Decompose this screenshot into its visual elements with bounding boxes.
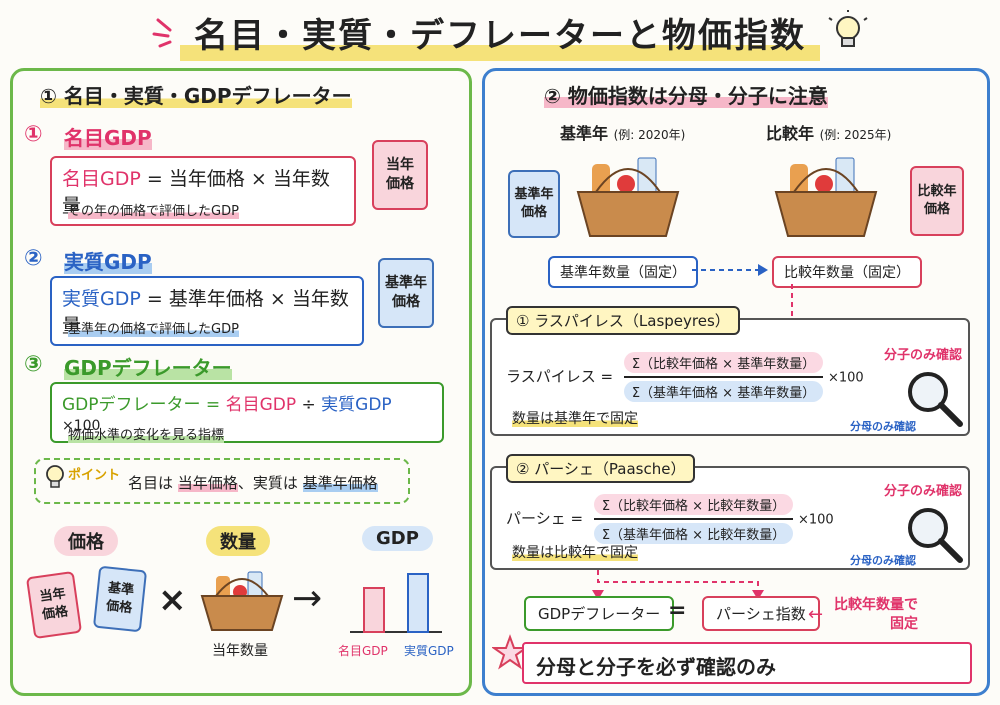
bar-nominal-label: 名目GDP	[338, 644, 388, 658]
gdp-pill: GDP	[362, 526, 433, 551]
deflator-title: GDPデフレーター	[64, 356, 232, 380]
basket-icon	[200, 571, 284, 631]
arrow-icon: →	[292, 578, 323, 619]
bar-real	[407, 573, 429, 633]
nominal-note: その年の価格で評価したGDP	[68, 204, 239, 219]
comp-qty-box: 比較年数量（固定）	[772, 256, 922, 288]
deflator-note: 物価水準の変化を見る指標	[68, 428, 225, 443]
real-note: 基準年の価格で評価したGDP	[68, 322, 239, 337]
comp-year-label: 比較年 (例: 2025年)	[766, 124, 892, 143]
dashed-arrow-icon	[692, 264, 768, 276]
qty-caption: 当年数量	[212, 643, 268, 659]
base-price-tag: 基準年 価格	[378, 258, 434, 328]
base-year-price-tag: 基準年 価格	[508, 170, 560, 238]
point-box	[34, 458, 410, 504]
real-title: 実質GDP	[64, 250, 152, 274]
footer-box: 分母と分子を必ず確認のみ	[522, 642, 972, 684]
current-price-tag: 当年 価格	[372, 140, 428, 210]
price-pill: 価格	[54, 526, 118, 556]
magnifier-icon	[908, 372, 963, 427]
dashed-connector-icon	[592, 570, 764, 600]
nominal-number: ①	[24, 122, 43, 147]
lightbulb-icon	[46, 465, 64, 488]
right-heading: ② 物価指数は分母・分子に注意	[544, 84, 828, 108]
accent-marks-icon	[152, 18, 172, 48]
real-number: ②	[24, 246, 43, 271]
page-title: 名目・実質・デフレーターと物価指数	[180, 8, 820, 61]
current-price-tag-small: 当年 価格	[25, 570, 83, 640]
paasche-top-check: 分子のみ確認	[884, 484, 963, 499]
bar-nominal	[363, 587, 385, 633]
paasche-formula: パーシェ = Σ（比較年価格 × 比較年数量） Σ（基準年価格 × 比較年数量）…	[506, 494, 834, 544]
base-year-label: 基準年 (例: 2020年)	[560, 124, 686, 143]
point-text: 名目は 当年価格、実質は 基準年価格	[128, 474, 378, 492]
point-label: ポイント	[68, 468, 121, 483]
times-sign: ×	[158, 580, 187, 620]
relation-deflator: GDPデフレーター	[524, 596, 675, 631]
qty-pill: 数量	[206, 526, 270, 556]
laspeyres-note: 数量は基準年で固定	[512, 411, 638, 427]
laspeyres-top-check: 分子のみ確認	[884, 348, 963, 363]
bar-real-label: 実質GDP	[404, 644, 454, 658]
paasche-title: ② パーシェ（Paasche）	[506, 454, 696, 483]
laspeyres-formula: ラスパイレス = Σ（比較年価格 × 基準年数量） Σ（基準年価格 × 基準年数…	[506, 352, 864, 402]
paasche-bottom-check: 分母のみ確認	[850, 554, 916, 567]
basket-icon	[774, 157, 878, 237]
right-panel	[482, 68, 990, 696]
comp-year-price-tag: 比較年 価格	[910, 166, 964, 236]
base-price-tag-small: 基準 価格	[92, 565, 148, 633]
laspeyres-title: ① ラスパイレス（Laspeyres）	[506, 306, 740, 335]
relation-note: 比較年数量で 固定	[834, 597, 918, 632]
magnifier-icon	[908, 508, 963, 563]
base-qty-box: 基準年数量（固定）	[548, 256, 698, 288]
page-title-wrap: 名目・実質・デフレーターと物価指数	[0, 8, 1000, 61]
nominal-title: 名目GDP	[64, 126, 152, 150]
relation-paasche: パーシェ指数	[702, 596, 820, 631]
basket-icon	[576, 157, 680, 237]
deflator-formula: GDPデフレーター = 名目GDP ÷ 実質GDP ×100	[50, 382, 444, 443]
paasche-note: 数量は比較年で固定	[512, 545, 638, 561]
gdp-bar-chart	[350, 573, 442, 633]
laspeyres-bottom-check: 分母のみ確認	[850, 420, 916, 433]
arrow-left-icon: ←	[808, 604, 824, 625]
deflator-number: ③	[24, 352, 43, 377]
lightbulb-icon	[828, 10, 868, 47]
left-heading: ① 名目・実質・GDPデフレーター	[40, 84, 352, 108]
left-panel	[10, 68, 472, 696]
relation-equals: =	[668, 598, 687, 623]
